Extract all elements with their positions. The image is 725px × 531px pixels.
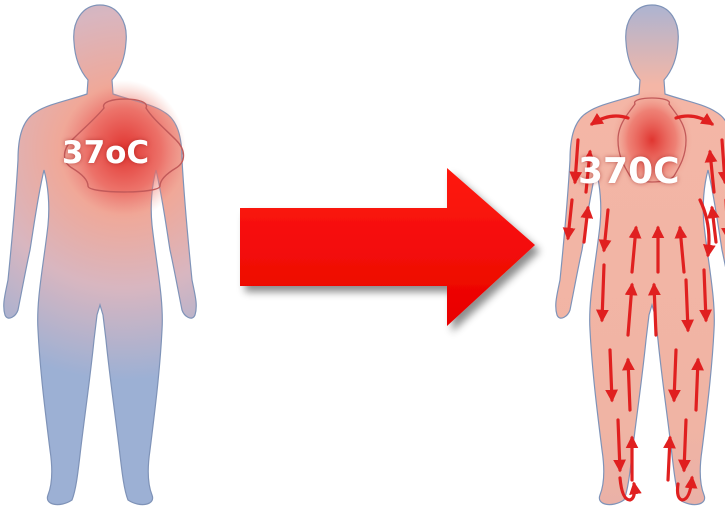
transition-arrow xyxy=(240,168,535,326)
body-figure-after xyxy=(556,5,725,505)
core-temperature-label-after: 370C xyxy=(578,154,680,190)
core-temperature-label-before: 37oC xyxy=(62,138,149,169)
body-figure-before xyxy=(4,5,196,505)
